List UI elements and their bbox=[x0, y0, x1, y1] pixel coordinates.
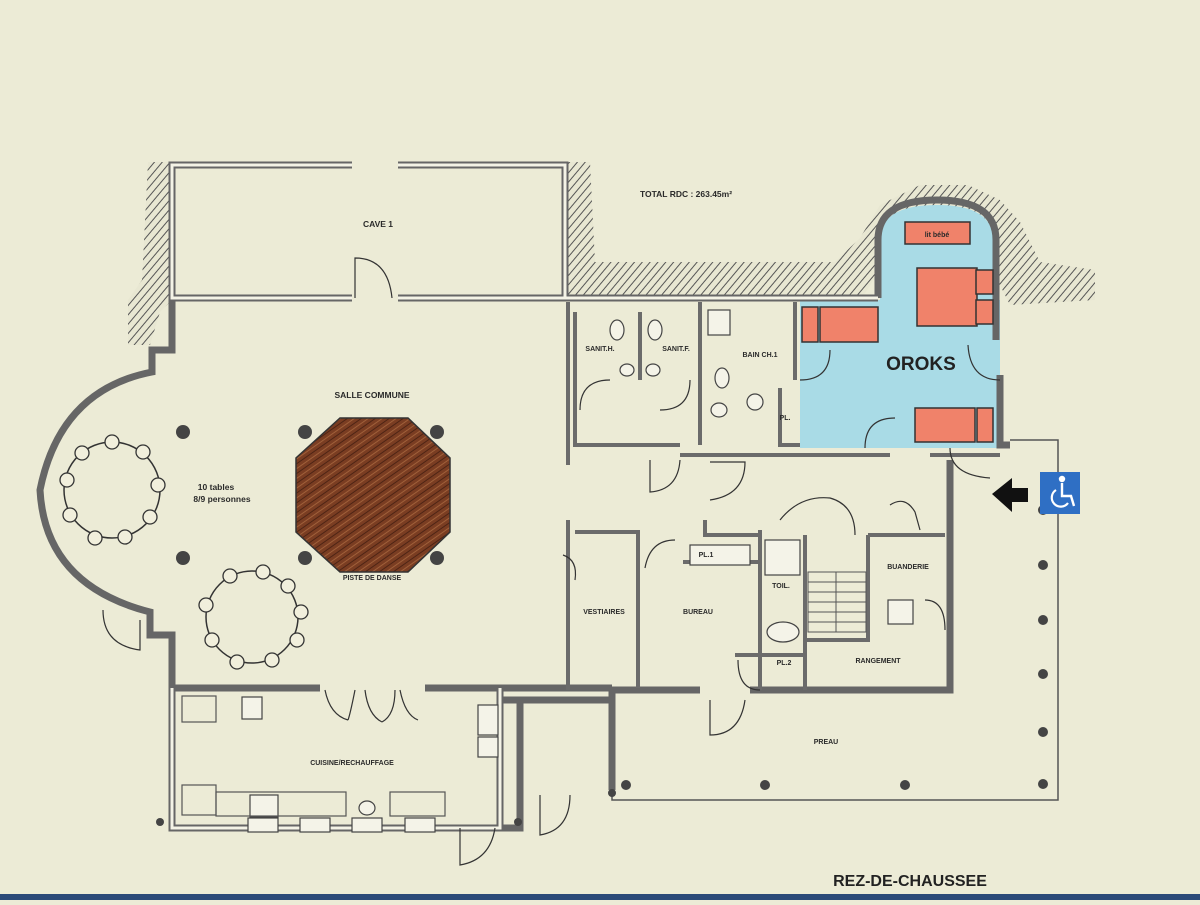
room-label-pl1: PL.1 bbox=[699, 552, 714, 559]
room-label-cave: CAVE 1 bbox=[363, 219, 393, 229]
stairs bbox=[807, 571, 867, 633]
wall-highlights bbox=[170, 163, 878, 830]
window-taskbar-edge bbox=[0, 894, 1200, 900]
dance-floor bbox=[295, 417, 451, 573]
total-area-label: TOTAL RDC : 263.45m² bbox=[640, 189, 732, 199]
piste-label: PISTE DE DANSE bbox=[343, 575, 402, 582]
interior-walls bbox=[566, 302, 1000, 690]
round-table-2 bbox=[198, 564, 309, 670]
columns bbox=[156, 425, 1048, 826]
preau-outline bbox=[611, 439, 1059, 801]
room-label-buanderie: BUANDERIE bbox=[887, 564, 929, 571]
room-label-sanit-f: SANIT.F. bbox=[662, 346, 690, 353]
beds bbox=[801, 221, 994, 443]
room-label-pl2: PL.2 bbox=[777, 660, 792, 667]
crib-label: lit bébé bbox=[925, 232, 950, 239]
room-label-toil: TOIL. bbox=[772, 583, 790, 590]
room-label-pl: PL. bbox=[780, 415, 791, 422]
tables-label-line1: 10 tables bbox=[198, 482, 235, 492]
kitchen-counters bbox=[181, 695, 446, 833]
room-label-oroks: OROKS bbox=[886, 354, 956, 375]
oroks-room-fill bbox=[800, 205, 1000, 448]
room-label-bureau: BUREAU bbox=[683, 609, 713, 616]
room-label-sanit-h: SANIT.H. bbox=[585, 346, 614, 353]
wheelchair-icon bbox=[1040, 472, 1080, 514]
doors bbox=[102, 257, 1001, 866]
room-label-bain: BAIN CH.1 bbox=[742, 352, 777, 359]
arrow-right-icon bbox=[992, 478, 1028, 512]
plan-title: REZ-DE-CHAUSSEE bbox=[833, 873, 987, 890]
room-label-rangement: RANGEMENT bbox=[855, 658, 901, 665]
tables-label-line2: 8/9 personnes bbox=[193, 494, 250, 504]
room-label-salle-commune: SALLE COMMUNE bbox=[334, 390, 409, 400]
room-label-vestiaires: VESTIAIRES bbox=[583, 609, 625, 616]
room-label-cuisine: CUISINE/RECHAUFFAGE bbox=[310, 760, 394, 767]
room-label-preau: PREAU bbox=[814, 739, 839, 746]
round-table-1 bbox=[59, 434, 166, 546]
sanitary-fixtures bbox=[241, 309, 914, 818]
